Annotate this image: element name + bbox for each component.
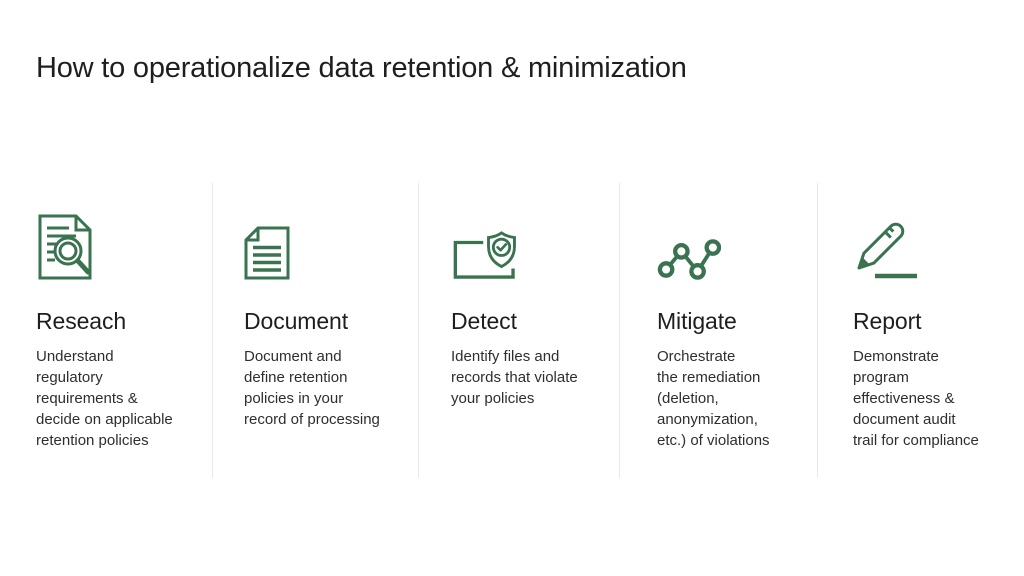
document-lines-icon [244,226,290,280]
document-magnifier-icon [38,214,92,280]
pencil-edit-icon [857,222,917,279]
step-report: Report Demonstrate program effectiveness… [818,183,1024,478]
step-research: Reseach Understand regulatory requiremen… [0,183,213,478]
page-title: How to operationalize data retention & m… [36,52,687,84]
step-detect: Detect Identify files and records that v… [419,183,620,478]
step-detect-description: Identify files and records that violate … [451,348,578,407]
steps-row: Reseach Understand regulatory requiremen… [0,183,1024,478]
step-report-heading: Report [853,308,922,334]
step-research-description: Understand regulatory requirements & dec… [36,348,173,449]
step-document-icon-area [244,183,408,280]
step-document-description: Document and define retention policies i… [244,348,380,428]
step-mitigate-heading: Mitigate [657,308,737,334]
step-document: Document Document and define retention p… [213,183,419,478]
step-report-description: Demonstrate program effectiveness & docu… [853,348,979,449]
connected-nodes-icon [657,239,721,280]
step-research-heading: Reseach [36,308,127,334]
step-report-icon-area [853,183,1014,280]
step-detect-heading: Detect [451,308,517,334]
step-document-heading: Document [244,308,349,334]
folder-shield-check-icon [453,231,516,279]
step-mitigate-icon-area [657,183,809,280]
step-detect-icon-area [451,183,609,280]
step-mitigate-description: Orchestrate the remediation (deletion, a… [657,348,770,449]
step-mitigate: Mitigate Orchestrate the remediation (de… [620,183,818,478]
step-research-icon-area [36,183,200,280]
